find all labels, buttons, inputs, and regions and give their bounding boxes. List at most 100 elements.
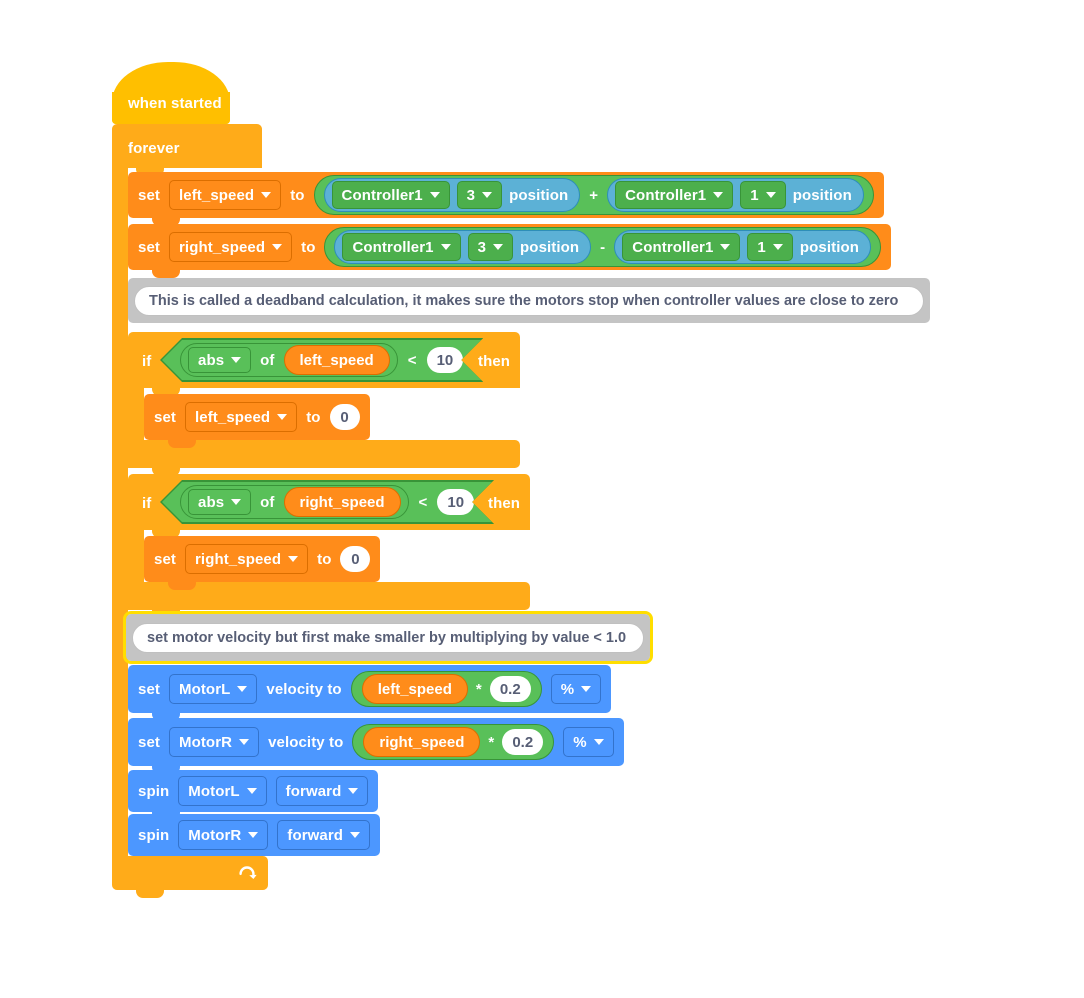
variable-dropdown-left-speed[interactable]: left_speed [168,180,282,210]
operator-multiply-left[interactable]: left_speed * 0.2 [350,671,542,707]
variable-dropdown-right-speed[interactable]: right_speed [184,544,309,574]
variable-pill-right-speed[interactable]: right_speed [363,727,481,757]
chevron-down-icon [593,739,604,745]
multiply-operator-symbol: * [475,680,482,698]
motor-dropdown-motorR[interactable]: MotorR [178,820,269,850]
operator-math-abs-left[interactable]: abs of left_speed [180,343,398,377]
axis-dropdown-1[interactable]: 1 [740,181,786,209]
math-function-dropdown-abs[interactable]: abs [188,489,251,515]
threshold-value-input[interactable]: 10 [427,347,464,373]
chevron-down-icon [239,739,250,745]
block-if-left-speed[interactable]: if then abs of left_speed < 10 [0,0,520,476]
unit-name: % [573,733,587,751]
reporter-controller1-axis3-position[interactable]: Controller1 3 position [323,178,581,212]
variable-name: right_speed [194,550,282,568]
variable-pill-left-speed[interactable]: left_speed [361,674,468,704]
device-dropdown-controller1[interactable]: Controller1 [622,233,741,261]
operator-subtract[interactable]: Controller1 3 position - Controller1 1 [324,227,881,267]
device-name: Controller1 [625,186,707,204]
axis-number: 1 [750,186,759,204]
value-input-zero[interactable]: 0 [329,404,360,430]
block-spin-motorR[interactable]: spin MotorR forward [128,814,381,856]
chevron-down-icon [482,192,493,198]
if-right-inner-notch [152,530,180,538]
subtract-operator-symbol: - [600,238,606,256]
operator-add[interactable]: Controller1 3 position + Controller1 1 [313,175,874,215]
variable-name: left_speed [178,186,255,204]
math-function-dropdown-abs[interactable]: abs [188,347,251,373]
chevron-down-icon [348,788,359,794]
factor-input[interactable]: 0.2 [489,676,531,702]
boolean-less-than-left[interactable]: abs of left_speed < 10 [160,338,483,382]
block-set-left-speed[interactable]: set left_speed to Controller1 3 position… [128,172,884,218]
operator-math-abs-right[interactable]: abs of right_speed [180,485,409,519]
variable-dropdown-right-speed[interactable]: right_speed [168,232,293,262]
chevron-down-icon [765,192,776,198]
device-dropdown-controller1[interactable]: Controller1 [615,181,734,209]
comment-deadband[interactable]: This is called a deadband calculation, i… [128,278,930,323]
block-set-motorR-velocity[interactable]: set MotorR velocity to right_speed * 0.2… [128,718,624,766]
axis-dropdown-3[interactable]: 3 [456,181,503,209]
reporter-controller1-axis3-position[interactable]: Controller1 3 position [334,230,592,264]
device-name: Controller1 [341,186,423,204]
chevron-down-icon [713,192,724,198]
motor-dropdown-motorR[interactable]: MotorR [168,727,260,757]
block-spin-motorL[interactable]: spin MotorL forward [128,770,379,812]
motor-dropdown-motorL[interactable]: MotorL [168,674,258,704]
comment-deadband-text[interactable]: This is called a deadband calculation, i… [134,285,924,316]
block-if-right-speed[interactable]: if then abs of right_speed < 10 [0,0,530,618]
unit-dropdown-percent[interactable]: % [550,674,602,704]
boolean-less-than-right[interactable]: abs of right_speed < 10 [160,480,494,524]
block-set-right-speed-zero[interactable]: set right_speed to 0 [144,536,381,582]
axis-dropdown-3[interactable]: 3 [467,233,514,261]
forever-left-spine [112,166,128,858]
to-label: to [317,550,332,568]
chevron-down-icon [261,192,272,198]
forever-bottom-notch [136,890,164,898]
motor-name: MotorR [188,826,242,844]
threshold-value-input[interactable]: 10 [437,489,474,515]
reporter-controller1-axis1-position[interactable]: Controller1 1 position [607,178,864,212]
to-label: to [301,238,316,256]
variable-dropdown-left-speed[interactable]: left_speed [184,402,298,432]
operator-multiply-right[interactable]: right_speed * 0.2 [352,724,555,760]
motor-name: MotorR [178,733,233,751]
if-label: if [142,495,152,512]
chevron-down-icon [248,832,259,838]
chevron-down-icon [493,244,504,250]
chevron-down-icon [350,832,361,838]
factor-input[interactable]: 0.2 [502,729,544,755]
motor-name: MotorL [188,782,240,800]
direction-dropdown-forward[interactable]: forward [277,820,371,850]
block-set-right-speed[interactable]: set right_speed to Controller1 3 positio… [128,224,891,270]
axis-number: 1 [757,238,766,256]
when-started-label: when started [128,95,222,112]
block-set-motorL-velocity[interactable]: set MotorL velocity to left_speed * 0.2 … [128,665,612,713]
set-right-speed-notch [152,270,180,278]
set-label: set [138,680,160,698]
motor-dropdown-motorL[interactable]: MotorL [178,776,267,806]
position-label: position [799,238,859,256]
reporter-controller1-axis1-position[interactable]: Controller1 1 position [614,230,871,264]
chevron-down-icon [231,499,241,505]
forever-bottom-bar [112,856,268,890]
math-function-name: abs [198,351,225,369]
comment-top-notch [136,278,162,285]
device-dropdown-controller1[interactable]: Controller1 [331,181,450,209]
variable-pill-left-speed[interactable]: left_speed [284,345,390,375]
spin-label: spin [138,782,170,800]
block-when-started[interactable]: when started [112,62,230,132]
variable-pill-right-speed[interactable]: right_speed [284,487,401,517]
motor-name: MotorL [178,680,231,698]
value-input-zero[interactable]: 0 [340,546,371,572]
direction-dropdown-forward[interactable]: forward [275,776,369,806]
axis-dropdown-1[interactable]: 1 [747,233,793,261]
multiply-operator-symbol: * [488,733,495,751]
device-dropdown-controller1[interactable]: Controller1 [342,233,461,261]
block-set-left-speed-zero[interactable]: set left_speed to 0 [144,394,370,440]
chevron-down-icon [246,788,257,794]
comment-motor-velocity[interactable]: set motor velocity but first make smalle… [123,611,653,664]
unit-dropdown-percent[interactable]: % [563,727,614,757]
comment-motor-velocity-text[interactable]: set motor velocity but first make smalle… [132,622,644,653]
